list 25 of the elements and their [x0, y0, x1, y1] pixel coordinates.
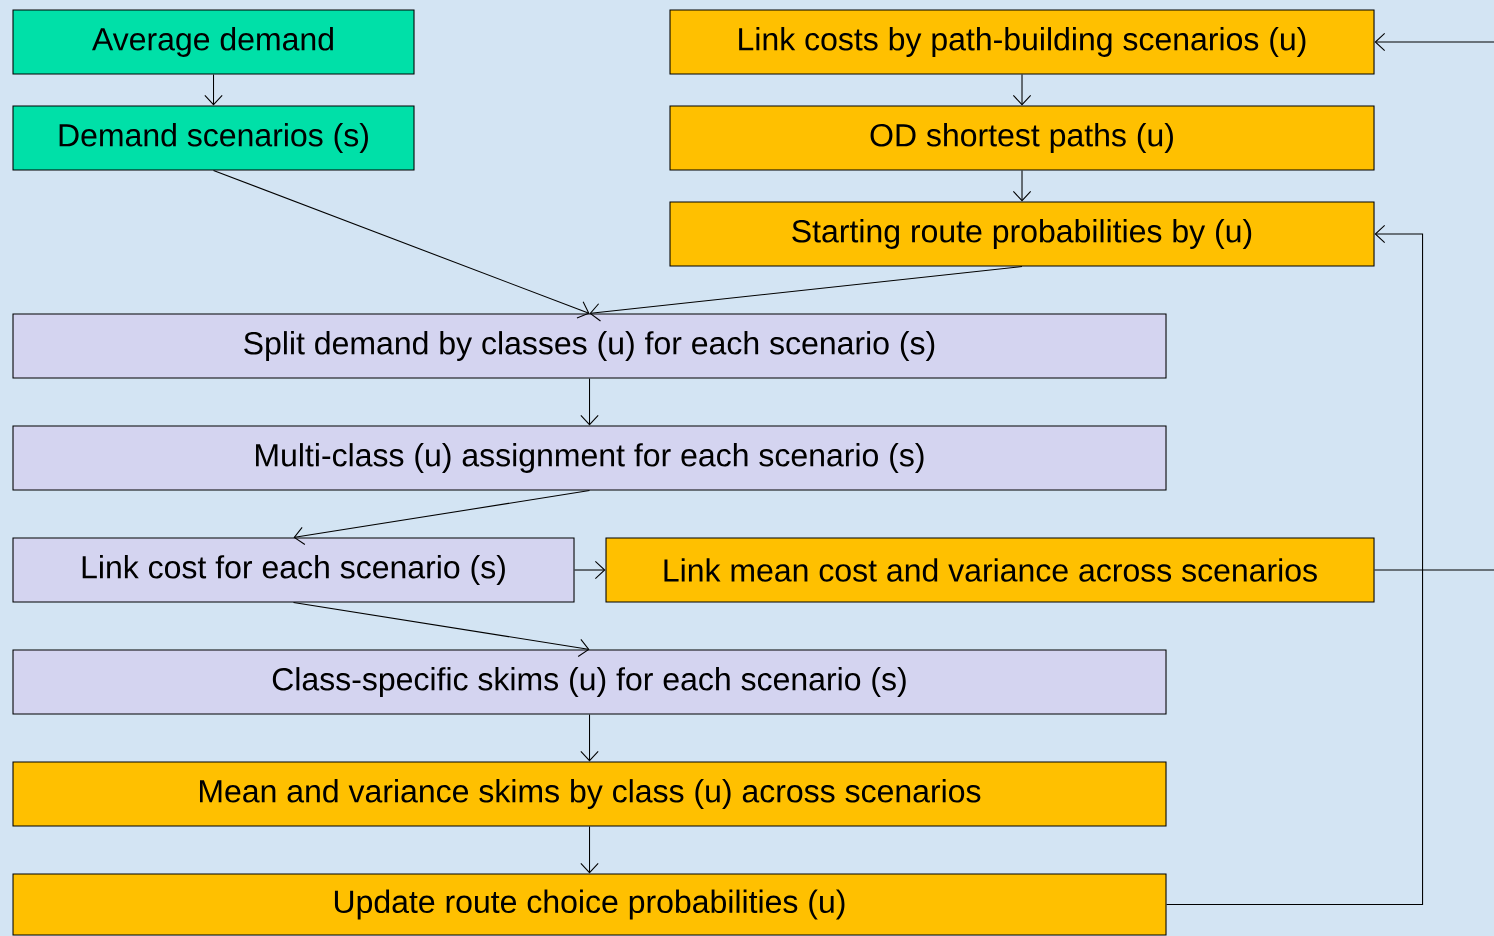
- arrow: [1012, 170, 1032, 202]
- process-box: Split demand by classes (u) for each scenario (s): [12, 313, 1167, 379]
- process-box: Mean and variance skims by class (u) across scenarios: [12, 761, 1167, 827]
- process-box: Update route choice probabilities (u): [12, 873, 1167, 936]
- arrow: [292, 602, 590, 657]
- arrow: [574, 560, 606, 580]
- process-box: Class-specific skims (u) for each scenario (s): [12, 649, 1167, 715]
- arrow: [1374, 32, 1494, 571]
- arrow: [580, 714, 599, 762]
- arrow: [589, 266, 1023, 322]
- arrow: [580, 826, 599, 874]
- arrow: [580, 378, 599, 426]
- arrow: [1166, 224, 1424, 906]
- process-box: Average demand: [12, 9, 415, 75]
- process-box: Starting route probabilities by (u): [669, 201, 1375, 267]
- process-box: Link costs by path-building scenarios (u): [669, 9, 1375, 75]
- process-box: Multi-class (u) assignment for each scenario (s): [12, 425, 1167, 491]
- process-box: Link mean cost and variance across scenarios: [605, 537, 1375, 603]
- process-box: Demand scenarios (s): [12, 105, 415, 171]
- arrow: [204, 74, 223, 106]
- arrow: [212, 170, 590, 319]
- process-box: Link cost for each scenario (s): [12, 537, 575, 603]
- arrow: [1012, 74, 1032, 106]
- process-box: OD shortest paths (u): [669, 105, 1375, 171]
- arrow: [293, 490, 591, 545]
